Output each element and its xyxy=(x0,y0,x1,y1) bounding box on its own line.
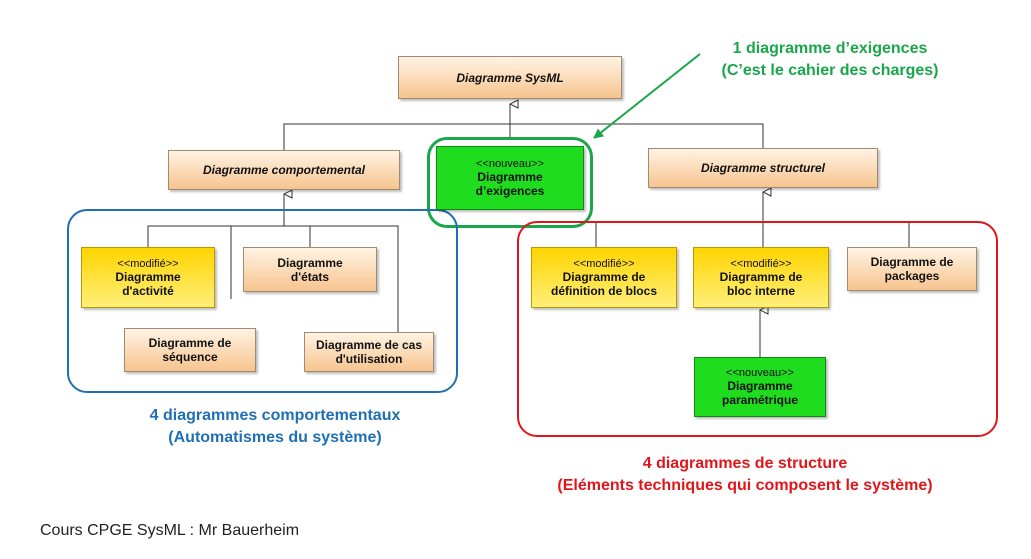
structural-annotation: 4 diagrammes de structure (Eléments tech… xyxy=(480,453,1010,497)
bdd-diagram-name: Diagramme de définition de blocs xyxy=(550,269,657,298)
requirements-annotation: 1 diagramme d’exigences (C’est le cahier… xyxy=(660,38,1000,82)
footer-credit: Cours CPGE SysML : Mr Bauerheim xyxy=(40,522,300,539)
activity-stereotype: <<modifié>> xyxy=(117,257,179,270)
sysml-diagram-name: Diagramme SysML xyxy=(456,70,564,85)
requirements-group-frame xyxy=(427,137,593,228)
ibd-stereotype: <<modifié>> xyxy=(730,257,792,270)
structural-annotation-line2: (Eléments techniques qui composent le sy… xyxy=(557,477,933,494)
structural-group-frame xyxy=(517,221,998,437)
structural-annotation-line1: 4 diagrammes de structure xyxy=(642,455,848,472)
requirements-diagram-name: Diagramme d’exigences xyxy=(475,170,545,198)
activity-diagram-name: Diagramme d'activité xyxy=(115,269,181,298)
behavioral-diagram-box[interactable]: Diagramme comportemental xyxy=(168,150,400,190)
sysml-diagram-box[interactable]: Diagramme SysML xyxy=(398,56,622,99)
bdd-diagram-box[interactable]: <<modifié>> Diagramme de définition de b… xyxy=(531,247,677,308)
ibd-diagram-name: Diagramme de bloc interne xyxy=(719,269,803,298)
behavioral-group-frame xyxy=(67,209,458,393)
structural-diagram-name: Diagramme structurel xyxy=(700,161,826,175)
behavioral-annotation: 4 diagrammes comportementaux (Automatism… xyxy=(80,405,470,449)
behavioral-connector xyxy=(147,225,399,332)
requirements-annotation-line1: 1 diagramme d’exigences xyxy=(732,40,928,57)
parametric-stereotype: <<nouveau>> xyxy=(726,367,794,379)
requirements-stereotype: <<nouveau>> xyxy=(476,158,544,170)
package-diagram-name: Diagramme de packages xyxy=(870,255,954,283)
usecase-diagram-box[interactable]: Diagramme de cas d'utilisation xyxy=(304,332,434,372)
ibd-diagram-box[interactable]: <<modifié>> Diagramme de bloc interne xyxy=(693,247,829,308)
parametric-diagram-box[interactable]: <<nouveau>> Diagramme paramétrique xyxy=(694,357,826,417)
behavioral-diagram-name: Diagramme comportemental xyxy=(202,163,366,177)
structural-diagram-box[interactable]: Diagramme structurel xyxy=(648,148,878,188)
bdd-stereotype: <<modifié>> xyxy=(573,257,635,270)
sequence-diagram-name: Diagramme de séquence xyxy=(148,336,232,364)
parametric-diagram-name: Diagramme paramétrique xyxy=(721,379,799,407)
behavioral-annotation-line1: 4 diagrammes comportementaux xyxy=(149,407,401,424)
usecase-diagram-name: Diagramme de cas d'utilisation xyxy=(315,338,423,366)
state-diagram-box[interactable]: Diagramme d'états xyxy=(243,247,377,292)
requirements-annotation-line2: (C’est le cahier des charges) xyxy=(721,62,939,79)
package-diagram-box[interactable]: Diagramme de packages xyxy=(847,247,977,291)
behavioral-annotation-line2: (Automatismes du système) xyxy=(168,429,382,446)
requirements-annotation-arrow xyxy=(593,53,701,139)
activity-diagram-box[interactable]: <<modifié>> Diagramme d'activité xyxy=(81,247,215,308)
sequence-diagram-box[interactable]: Diagramme de séquence xyxy=(124,328,256,372)
state-diagram-name: Diagramme d'états xyxy=(277,255,343,284)
top-level-connector xyxy=(283,123,764,150)
requirements-diagram-box[interactable]: <<nouveau>> Diagramme d’exigences xyxy=(436,146,584,210)
